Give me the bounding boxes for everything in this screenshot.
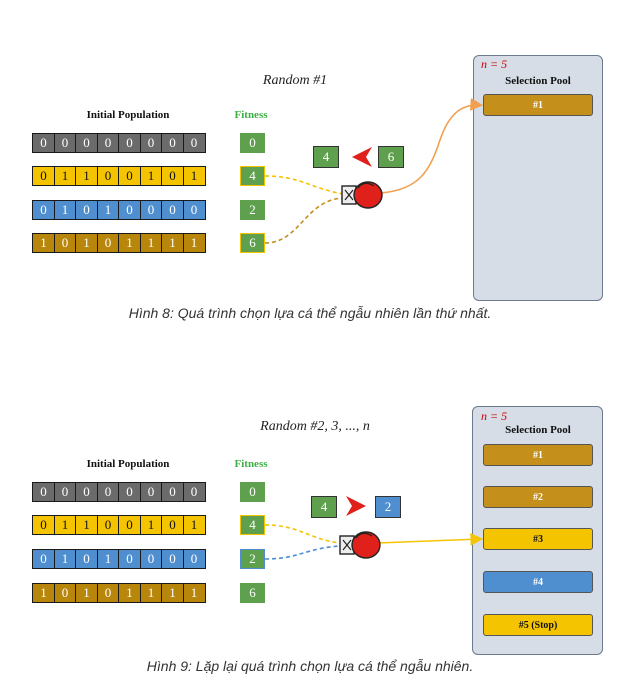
red-right-chevron: [346, 496, 366, 516]
figure-caption: Hình 9: Lặp lại quá trình chọn lựa cá th…: [146, 658, 474, 674]
gene: 0: [182, 549, 206, 569]
fitness-value: 6: [240, 583, 265, 603]
gene: 0: [118, 166, 141, 186]
fitness-title: Fitness: [234, 458, 268, 470]
gene: 1: [139, 583, 163, 603]
gene: 1: [182, 583, 206, 603]
compare-left-value: 4: [313, 146, 339, 168]
gene: 0: [182, 482, 206, 502]
pool-title: Selection Pool: [505, 75, 571, 87]
gene: 0: [53, 133, 77, 153]
gene: 0: [96, 233, 120, 253]
gene: 1: [75, 166, 98, 186]
pool-size-label: n = 5: [481, 409, 508, 423]
connector-line: [264, 197, 344, 244]
gene: 1: [139, 233, 163, 253]
connector-line: [264, 545, 342, 560]
gene: 0: [161, 482, 184, 502]
pool-slot-5: #5 (Stop): [483, 614, 593, 636]
fitness-value: 6: [240, 233, 265, 253]
selection-arrow: [379, 97, 484, 194]
gene: 0: [53, 583, 77, 603]
fitness-title: Fitness: [234, 109, 268, 121]
pool-slot-4: #4: [483, 571, 593, 593]
population-title: Initial Population: [86, 458, 170, 470]
fitness-value: 0: [240, 133, 265, 153]
gene: 1: [96, 200, 120, 220]
connector-line: [264, 524, 342, 544]
fitness-value: 0: [240, 482, 265, 502]
pool-slot-1: #1: [483, 444, 593, 466]
boxing-glove-icon: [341, 181, 383, 209]
gene: 1: [53, 515, 77, 535]
gene: 0: [118, 482, 141, 502]
pool-size-label: n = 5: [481, 57, 508, 71]
fitness-value: 2: [240, 549, 265, 569]
gene: 1: [161, 583, 184, 603]
fitness-value: 2: [240, 200, 265, 220]
gene: 1: [75, 233, 98, 253]
red-left-chevron: [352, 147, 372, 167]
gene: 0: [182, 200, 206, 220]
compare-right-value: 6: [378, 146, 404, 168]
compare-right-value: 2: [375, 496, 401, 518]
compare-left-value: 4: [311, 496, 337, 518]
gene: 1: [182, 233, 206, 253]
figure-caption: Hình 8: Quá trình chọn lựa cá thể ngẫu n…: [128, 305, 492, 321]
population-title: Initial Population: [86, 109, 170, 121]
gene: 0: [96, 133, 120, 153]
selection-arrow: [377, 532, 484, 546]
gene: 0: [182, 133, 206, 153]
pool-title: Selection Pool: [505, 424, 571, 436]
pool-slot-3: #3: [483, 528, 593, 550]
random-title: Random #2, 3, ..., n: [260, 419, 370, 434]
gene: 1: [182, 166, 206, 186]
pool-slot-2: #2: [483, 486, 593, 508]
random-title: Random #1: [262, 73, 328, 88]
fitness-value: 4: [240, 515, 265, 535]
boxing-glove-icon: [339, 531, 381, 559]
pool-slot-1: #1: [483, 94, 593, 116]
fitness-value: 4: [240, 166, 265, 186]
gene: 1: [182, 515, 206, 535]
connector-line: [264, 175, 344, 195]
